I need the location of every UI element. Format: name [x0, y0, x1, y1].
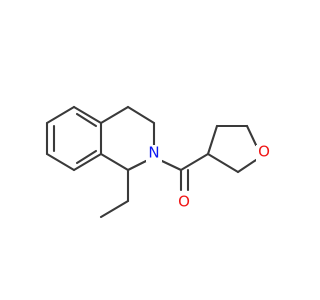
bond	[72, 152, 103, 172]
bond	[45, 152, 76, 172]
bond	[206, 152, 240, 174]
bond	[99, 152, 130, 172]
molecule-diagram: N O O	[45, 105, 272, 219]
atom-label-bg	[146, 145, 162, 162]
atom-label-bg	[176, 195, 192, 212]
bond	[99, 199, 130, 219]
bond	[126, 159, 148, 172]
bond	[45, 105, 76, 125]
bond	[99, 105, 130, 125]
bond-group	[45, 105, 258, 219]
carbonyl-oxygen-atom-label: O	[178, 193, 190, 211]
bond	[75, 112, 98, 128]
atom-labels: N O O	[146, 143, 272, 212]
bond	[245, 124, 258, 147]
structure-canvas: N O O	[45, 105, 272, 219]
bond	[179, 152, 210, 172]
atom-label-bg	[256, 145, 272, 162]
bond	[72, 105, 103, 125]
bond	[206, 124, 219, 156]
bond	[75, 149, 98, 165]
bond	[160, 159, 183, 172]
bond	[236, 158, 258, 174]
ring-oxygen-atom-label: O	[258, 143, 270, 161]
nitrogen-atom-label: N	[148, 144, 159, 162]
bond	[126, 105, 156, 125]
